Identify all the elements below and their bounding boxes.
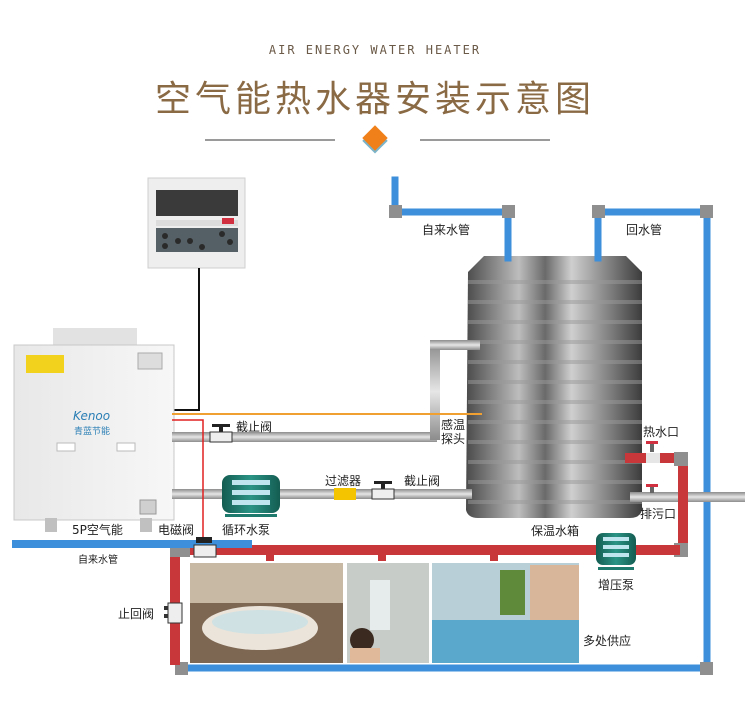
label-check-valve: 止回阀: [118, 607, 154, 621]
photo-shower: [347, 563, 429, 663]
photo-bathtub: [190, 563, 343, 663]
label-insulated-tank: 保温水箱: [531, 523, 579, 538]
label-shutoff-valve-1: 截止阀: [236, 420, 272, 434]
label-shutoff-valve-2: 截止阀: [404, 474, 440, 488]
heat-pump-unit: Kenoo 青蓝节能: [13, 328, 175, 532]
label-solenoid-valve: 电磁阀: [158, 522, 194, 537]
label-tap-water-bottom: 自来水管: [78, 553, 118, 566]
booster-pump: [596, 533, 636, 570]
label-booster-pump: 增压泵: [598, 578, 634, 592]
label-drain-outlet: 排污口: [640, 507, 676, 521]
tap-water-pipe-bottom: [12, 540, 252, 548]
brand-cn: 青蓝节能: [74, 425, 110, 437]
diagram-subtitle: AIR ENERGY WATER HEATER: [268, 43, 482, 57]
solenoid-control-wire: [172, 419, 204, 540]
label-return-pipe: 回水管: [626, 222, 662, 237]
title-divider-right: [420, 139, 550, 141]
label-hot-water-outlet: 热水口: [643, 425, 679, 439]
label-multi-supply: 多处供应: [583, 633, 631, 648]
circulation-pipe: [172, 489, 472, 499]
pipe-elbows: [175, 205, 713, 675]
diagram-title: 空气能热水器安装示意图: [154, 79, 595, 120]
label-tap-water-top: 自来水管: [422, 222, 470, 237]
tap-water-pipe-top: [391, 176, 512, 262]
circulation-pump: [222, 475, 280, 517]
hot-supply-pipe: [190, 545, 680, 555]
shutoff-valve-2: [371, 481, 395, 500]
shutoff-valve-1: [209, 424, 233, 443]
label-circulation-pump: 循环水泵: [222, 523, 270, 537]
label-filter: 过滤器: [325, 474, 361, 488]
filter: [334, 488, 356, 500]
label-temp-probe-2: 探头: [441, 432, 465, 446]
wire-controller: [147, 177, 246, 269]
check-valve: [164, 602, 183, 624]
solenoid-valve: [193, 537, 217, 558]
label-heat-pump: 5P空气能: [72, 522, 123, 537]
hot-return-pipe: [172, 432, 437, 442]
brand-logo: Kenoo: [73, 409, 110, 423]
photo-swimming-pool: [432, 563, 579, 663]
insulated-water-tank: [466, 256, 642, 518]
label-temp-probe-1: 感温: [441, 417, 465, 432]
title-divider-left: [205, 139, 335, 141]
controller-cable: [172, 268, 200, 411]
